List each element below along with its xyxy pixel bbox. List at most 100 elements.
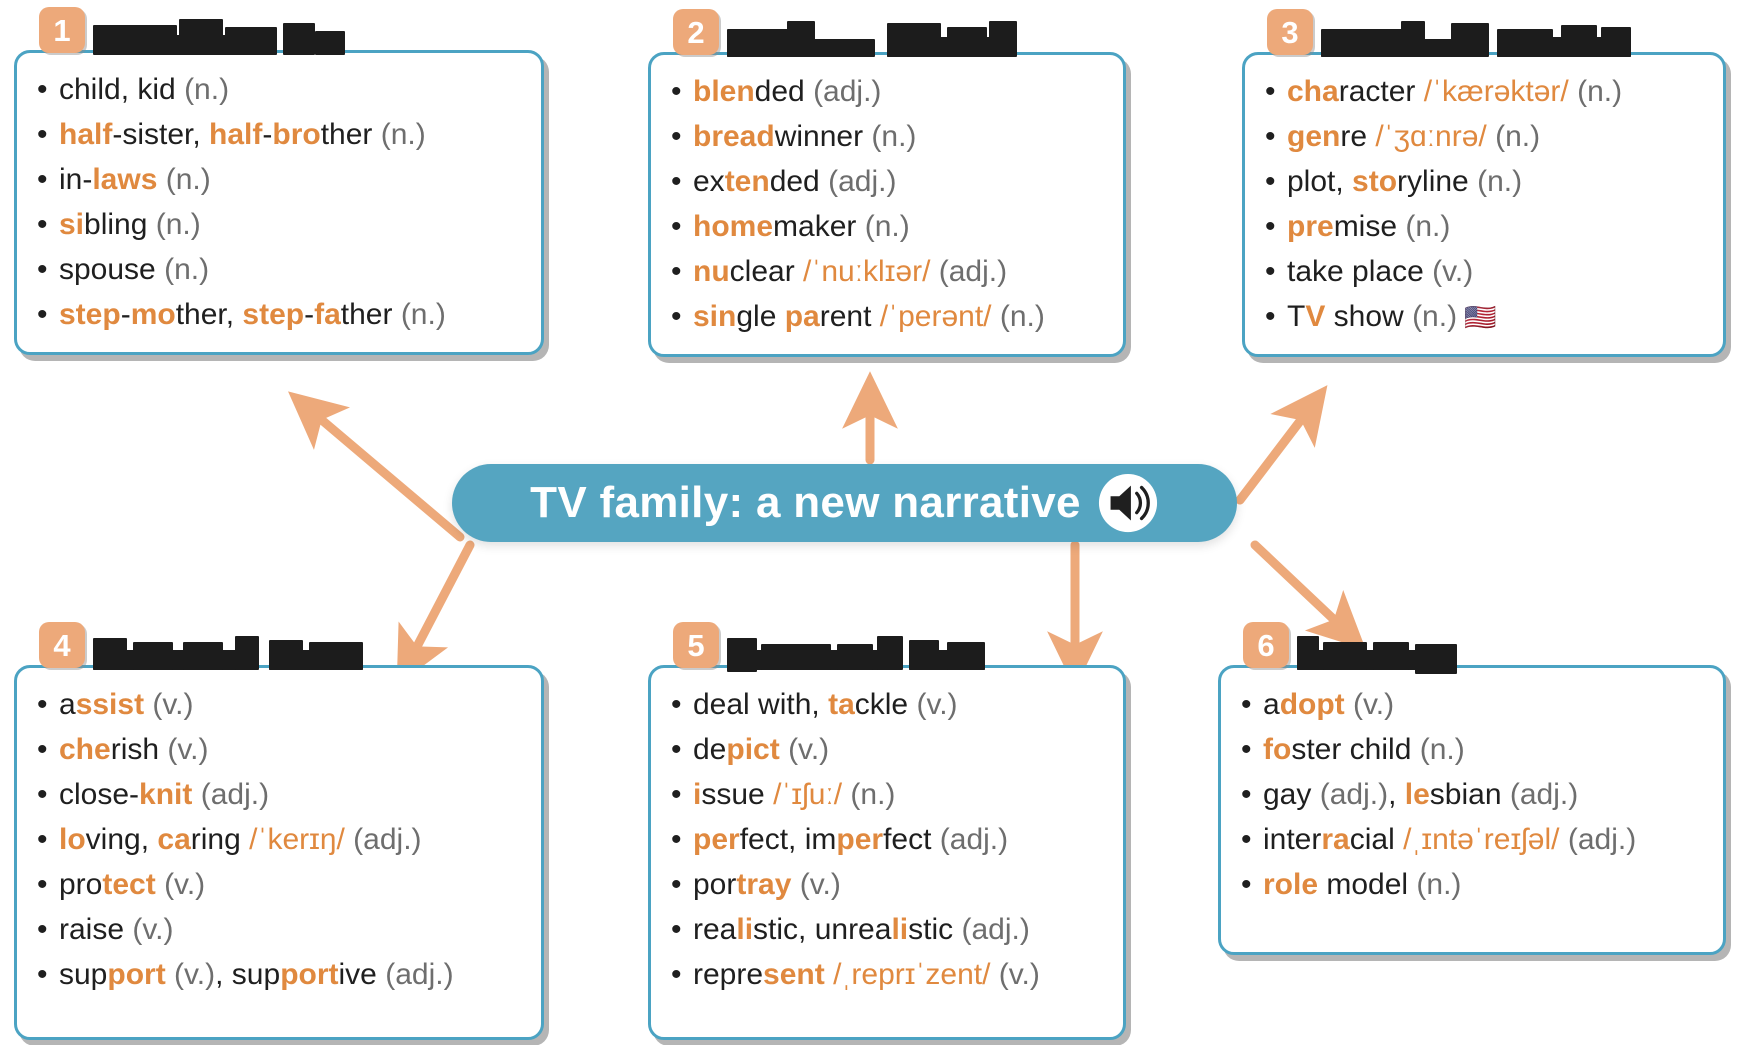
vocab-item: sibling (n.) [35,202,523,247]
vocab-text-hl: per [836,823,884,856]
center-topic-banner[interactable]: TV family: a new narrative [452,464,1237,542]
vocab-text-plain: fect [883,823,940,856]
vocab-text-hl: dopt [1279,688,1345,721]
vocab-text-plain: ving, [85,823,158,856]
vocab-text-pos: (n.) [850,778,896,811]
vocab-text-plain: model [1318,868,1417,901]
card-2-word-list: blended (adj.)breadwinner (n.)extended (… [669,69,1105,339]
card-6-word-list: adopt (v.)foster child (n.)gay (adj.), l… [1239,682,1705,907]
vocab-text-hl: per [693,823,740,856]
vocab-text-pos: (v.) [174,958,216,991]
vocab-item: half-sister, half-brother (n.) [35,112,523,157]
vocab-text-plain: repre [693,958,764,991]
vocab-text-hl: V [1305,300,1326,333]
vocab-item: in-laws (n.) [35,157,523,202]
vocab-text-pos: (n.) [1416,868,1462,901]
vocab-text-plain: ssue [701,778,774,811]
vocab-item: protect (v.) [35,862,523,907]
vocab-text-ipa: /ˈkerɪŋ/ [249,823,354,856]
vocab-item: portray (v.) [669,862,1105,907]
vocab-card-6[interactable]: 6 adopt (v.)foster child (n.)gay (adj.),… [1218,622,1726,955]
vocab-text-plain: show [1325,300,1413,333]
speaker-audio-icon[interactable] [1097,472,1159,534]
card-1-number-badge: 1 [39,7,85,53]
card-6-title-redaction [1297,628,1457,674]
vocab-card-5[interactable]: 5 deal with, tackle (v.)depict (v.)issue… [648,622,1126,1040]
card-6-number-badge: 6 [1243,622,1289,668]
vocab-text-pos: (n.) [864,210,910,243]
vocab-item: TV show (n.) 🇺🇸 [1263,294,1705,339]
card-3-number-badge: 3 [1267,9,1313,55]
vocab-text-plain: ded [769,165,829,198]
vocab-text-ipa: /ˈnuːklɪər/ [803,255,939,288]
vocab-text-plain: plot, [1287,165,1353,198]
card-6-body: adopt (v.)foster child (n.)gay (adj.), l… [1221,668,1723,919]
vocab-text-plain: ded [754,75,814,108]
vocab-text-plain [791,868,799,901]
vocab-text-plain: sbian [1429,778,1510,811]
vocab-text-pos: (n.) [1477,165,1523,198]
card-5-body: deal with, tackle (v.)depict (v.)issue /… [651,668,1123,1009]
vocab-text-hl: bread [693,120,775,153]
vocab-text-plain: ive [338,958,386,991]
vocab-text-plain: deal with, [693,688,829,721]
vocab-text-pos: (adj.) [1319,778,1389,811]
vocab-text-pos: (v.) [998,958,1040,991]
vocab-text-pos: (n.) [165,163,211,196]
vocab-card-1[interactable]: 1 child, kid (n.)half-sister, half-broth… [14,7,544,355]
vocab-card-2[interactable]: 2 blended (adj.)breadwinner (n.)extended… [648,9,1126,357]
vocab-text-hl: half [59,118,113,151]
vocab-text-pos: (v.) [152,688,194,721]
vocab-card-3[interactable]: 3 character /ˈkærəktər/ (n.)genre /ˈʒɑːn… [1242,9,1726,357]
vocab-text-pos: (v.) [916,688,958,721]
vocab-text-plain: ex [693,165,725,198]
vocab-card-4[interactable]: 4 assist (v.)cherish (v.)close-knit (adj… [14,622,544,1040]
vocab-item: gay (adj.), lesbian (adj.) [1239,772,1705,817]
vocab-text-hl: mo [130,298,176,331]
vocab-text-hl: blen [693,75,755,108]
vocab-item: single parent /ˈperənt/ (n.) [669,294,1105,339]
vocab-text-ipa: /ˌreprɪˈzent/ [833,958,999,991]
card-6-header: 6 [1243,622,1457,674]
vocab-text-hl: fo [1263,733,1292,766]
arrow-to-card-3 [1235,385,1328,505]
vocab-text-plain: re [1340,120,1376,153]
vocab-item: close-knit (adj.) [35,772,523,817]
vocab-text-plain: T [1287,300,1306,333]
vocab-text-pos: (adj.) [385,958,454,991]
vocab-text-plain: -sister, [112,118,210,151]
vocab-item: realistic, unrealistic (adj.) [669,907,1105,952]
vocab-item: breadwinner (n.) [669,114,1105,159]
vocab-text-hl: cha [1287,75,1339,108]
card-5-number-badge: 5 [673,622,719,668]
vocab-text-pos: (adj.) [1567,823,1637,856]
vocab-item: nuclear /ˈnuːklɪər/ (adj.) [669,249,1105,294]
vocab-text-plain: spouse [59,253,165,286]
card-1-body: child, kid (n.)half-sister, half-brother… [17,53,541,349]
vocab-item: plot, storyline (n.) [1263,159,1705,204]
vocab-item: foster child (n.) [1239,727,1705,772]
vocab-text-plain [166,958,174,991]
card-2-body: blended (adj.)breadwinner (n.)extended (… [651,55,1123,351]
vocab-item: support (v.), supportive (adj.) [35,952,523,997]
vocab-text-flag: 🇺🇸 [1457,302,1497,332]
card-1-title-redaction [93,13,345,55]
vocab-item: deal with, tackle (v.) [669,682,1105,727]
vocab-text-plain: cial [1349,823,1404,856]
vocab-item: extended (adj.) [669,159,1105,204]
vocab-text-pos: (v.) [1353,688,1395,721]
vocab-item: depict (v.) [669,727,1105,772]
vocab-text-plain: rent [819,300,880,333]
vocab-text-hl: home [693,210,774,243]
card-4-word-list: assist (v.)cherish (v.)close-knit (adj.)… [35,682,523,997]
vocab-text-plain: ther [340,298,401,331]
vocab-item: represent /ˌreprɪˈzent/ (v.) [669,952,1105,997]
vocab-text-hl: sin [693,300,737,333]
vocab-text-pos: (n.) [1419,733,1465,766]
card-1-header: 1 [39,7,345,55]
vocab-text-hl: pict [726,733,780,766]
vocab-text-pos: (v.) [164,868,206,901]
vocab-text-hl: laws [92,163,158,196]
arrow-to-card-6 [1250,540,1366,650]
vocab-text-pos: (n.) [871,120,917,153]
